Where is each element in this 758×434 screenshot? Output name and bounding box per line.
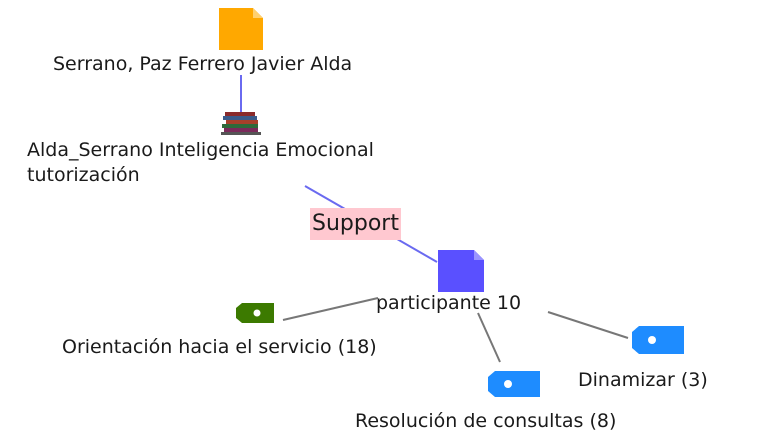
- book-label-line2[interactable]: tutorización: [27, 164, 140, 186]
- tag-icon[interactable]: [632, 326, 684, 354]
- document-icon[interactable]: [219, 8, 263, 50]
- code-orientacion-label[interactable]: Orientación hacia el servicio (18): [62, 336, 377, 358]
- tag-icon[interactable]: [488, 371, 540, 397]
- book-label-line1[interactable]: Alda_Serrano Inteligencia Emocional: [27, 139, 374, 161]
- author-label[interactable]: Serrano, Paz Ferrero Javier Alda: [53, 53, 353, 75]
- support-edge-label: Support: [310, 208, 401, 240]
- code-dinamizar-label[interactable]: Dinamizar (3): [578, 369, 708, 391]
- edge-participant-dinamizar: [547, 311, 629, 339]
- participant-label[interactable]: participante 10: [376, 292, 522, 314]
- edge-participant-resolucion: [477, 312, 501, 363]
- books-icon[interactable]: [221, 110, 263, 136]
- edge-participant-orientacion: [282, 297, 379, 321]
- code-resolucion-label[interactable]: Resolución de consultas (8): [355, 410, 617, 432]
- tag-icon[interactable]: [236, 303, 274, 323]
- document-icon[interactable]: [438, 250, 484, 292]
